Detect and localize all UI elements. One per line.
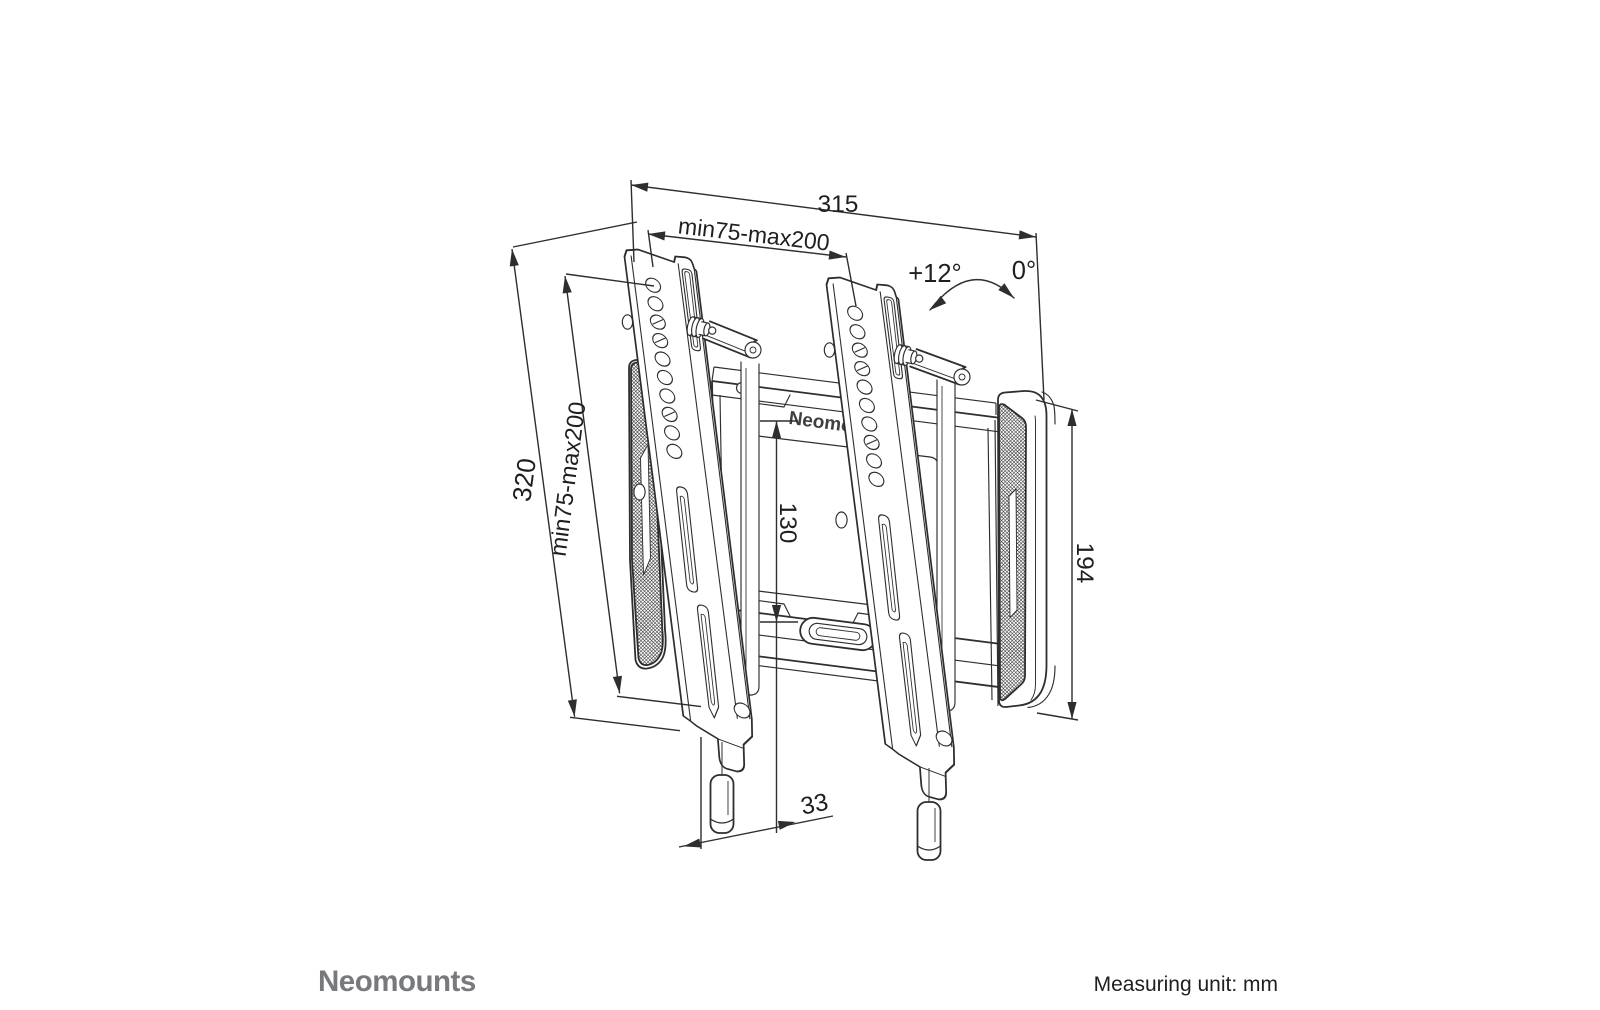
svg-text:+12°: +12° [908,260,961,288]
svg-text:0°: 0° [1012,257,1036,285]
svg-text:Neomounts: Neomounts [318,965,476,998]
svg-text:130: 130 [774,503,801,544]
svg-text:194: 194 [1071,543,1098,584]
svg-text:Measuring unit: mm: Measuring unit: mm [1094,973,1278,996]
svg-text:33: 33 [798,789,830,821]
svg-text:320: 320 [506,456,541,503]
svg-text:315: 315 [818,191,859,218]
